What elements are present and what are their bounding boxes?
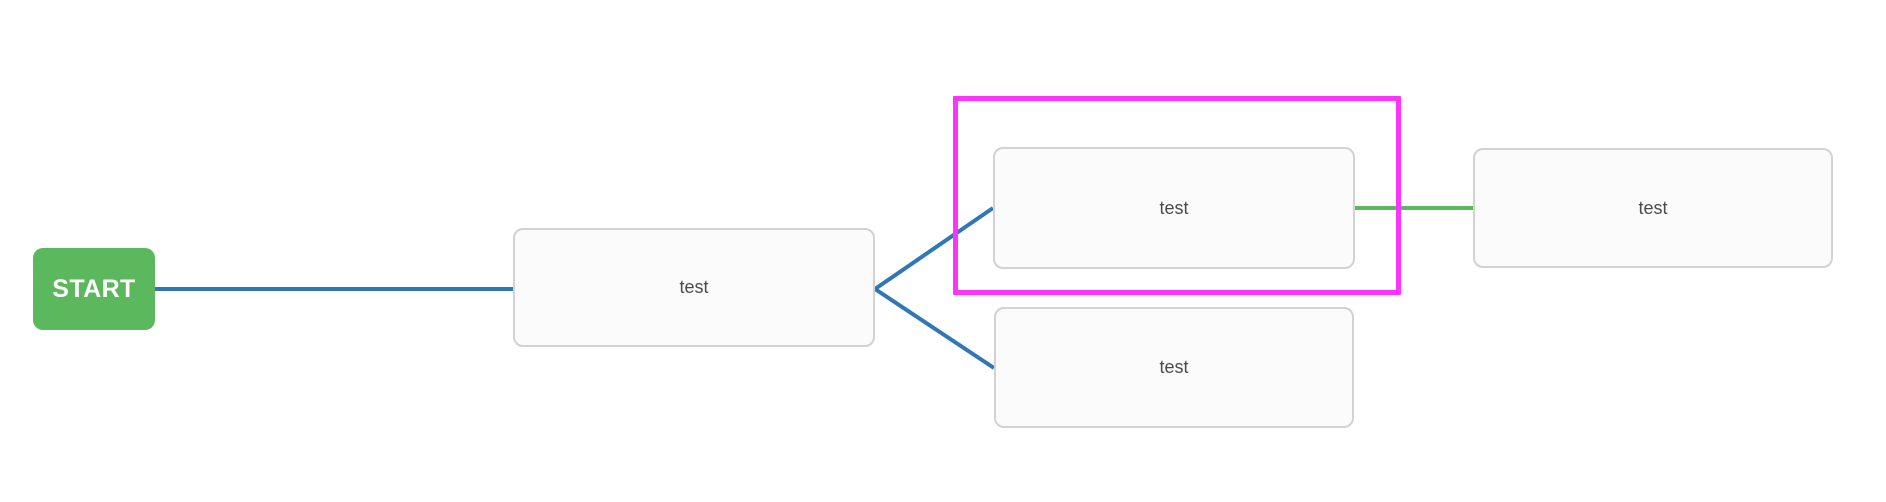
node-start-label: START [52, 274, 136, 303]
node-start[interactable]: START [33, 248, 155, 330]
node-task-3-label: test [1159, 357, 1189, 377]
node-task-4[interactable]: test [1473, 148, 1833, 268]
node-task-2[interactable]: test [993, 147, 1355, 269]
node-task-4-label: test [1638, 197, 1668, 218]
node-task-1-label: test [679, 277, 709, 297]
selection-highlight-box[interactable] [953, 96, 1401, 295]
node-task-3[interactable]: test [994, 307, 1354, 428]
edge-task1-to-task2[interactable] [873, 206, 995, 291]
node-task-1[interactable]: test [513, 228, 875, 347]
edge-task1-to-task3[interactable] [873, 287, 996, 370]
